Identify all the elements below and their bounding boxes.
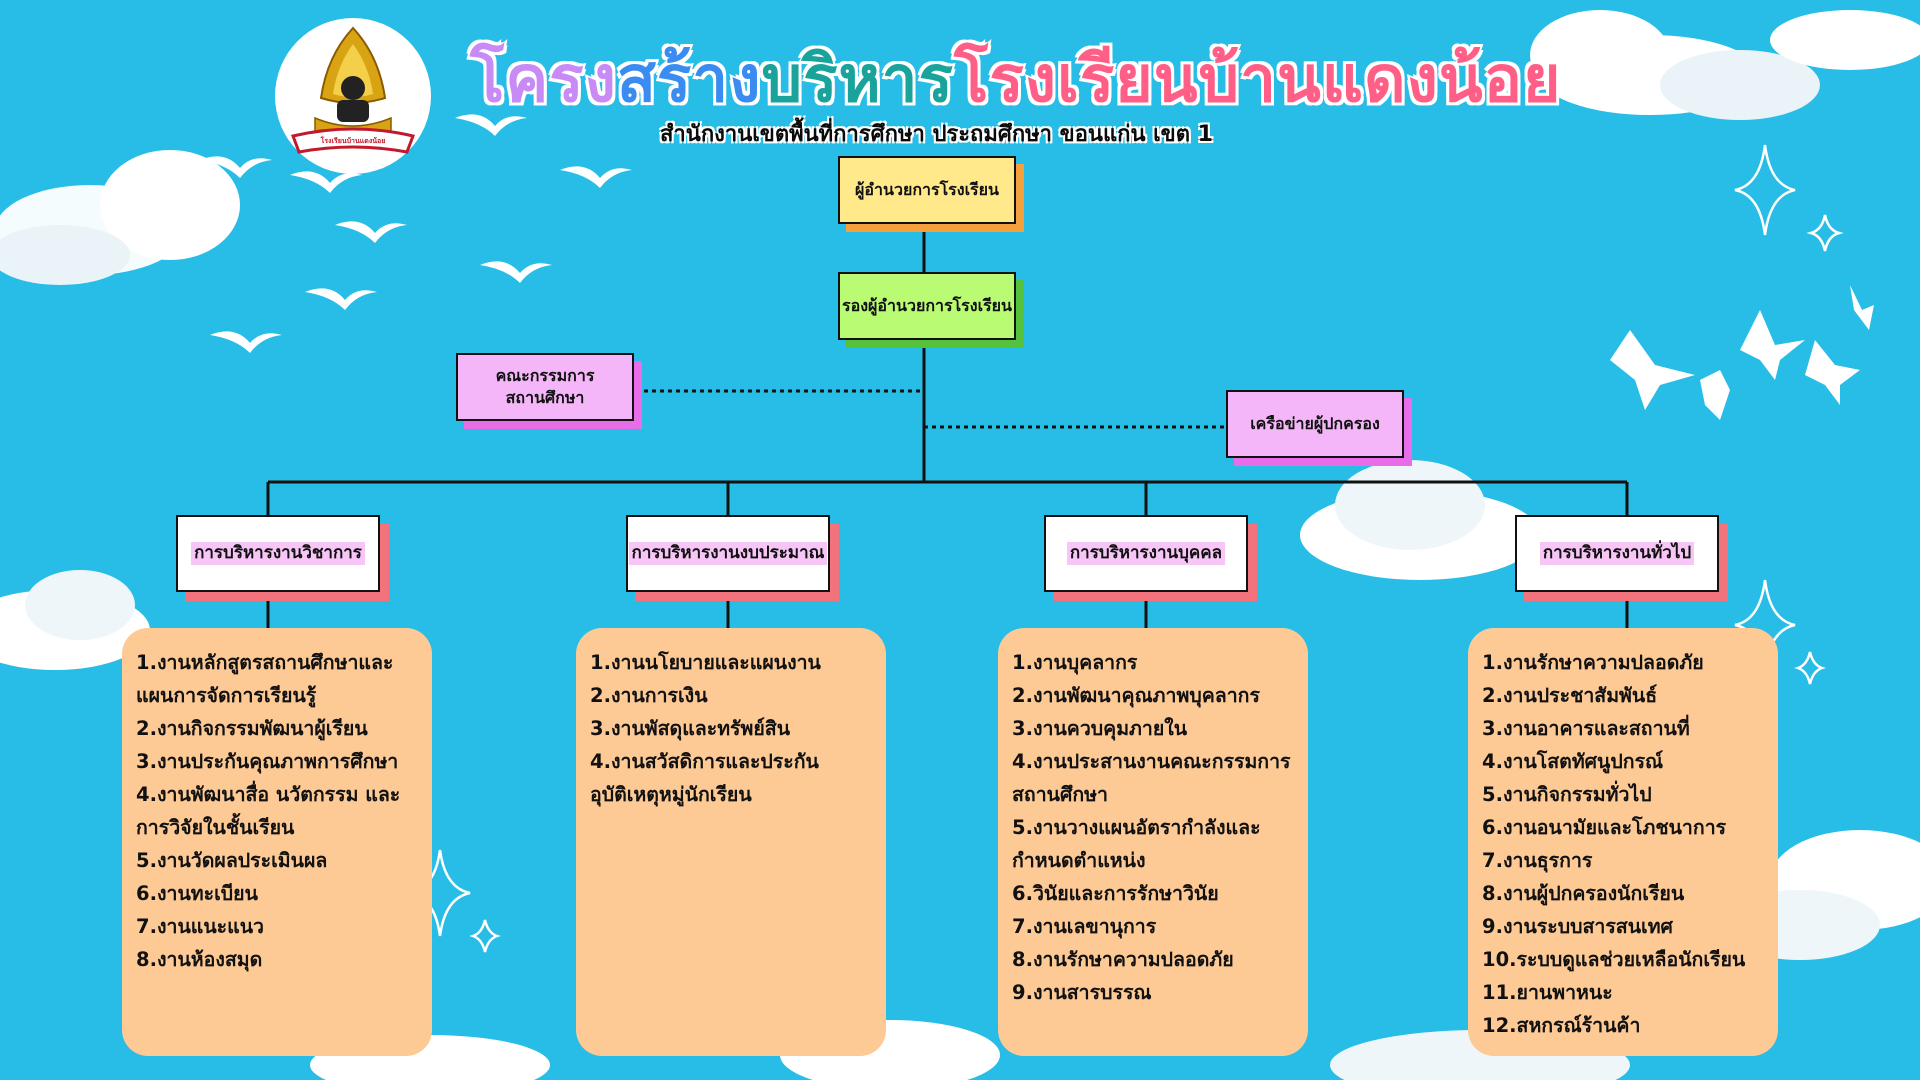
list-item: 3.งานควบคุมภายใน [1012, 717, 1188, 740]
school-logo: โรงเรียนบ้านแดงน้อย [275, 18, 431, 174]
title-part-1: โครง [470, 43, 617, 117]
list-item: การวิจัยในชั้นเรียน [136, 816, 295, 839]
list-item: กำหนดตำแหน่ง [1012, 849, 1146, 872]
list-item: 1.งานนโยบายและแผนงาน [590, 651, 821, 674]
department-budget-box: การบริหารงานงบประมาณ [626, 515, 830, 592]
list-item: 11.ยานพาหนะ [1482, 981, 1613, 1004]
list-item: 4.งานโสตทัศนูปกรณ์ [1482, 750, 1664, 773]
tasks-academic-panel: 1.งานหลักสูตรสถานศึกษาและ แผนการจัดการเร… [122, 628, 432, 1056]
list-item: 6.งานทะเบียน [136, 882, 258, 905]
deputy-director-box: รองผู้อำนวยการโรงเรียน [838, 272, 1016, 340]
list-item: 1.งานหลักสูตรสถานศึกษาและ [136, 651, 394, 674]
director-box: ผู้อำนวยการโรงเรียน [838, 156, 1016, 224]
list-item: แผนการจัดการเรียนรู้ [136, 684, 317, 707]
list-item: 2.งานการเงิน [590, 684, 708, 707]
list-item: 6.งานอนามัยและโภชนาการ [1482, 816, 1727, 839]
director-label: ผู้อำนวยการโรงเรียน [855, 180, 999, 200]
list-item: 4.งานประสานงานคณะกรรมการ [1012, 750, 1291, 773]
parents-network-box: เครือข่ายผู้ปกครอง [1226, 390, 1404, 458]
list-item: 3.งานอาคารและสถานที่ [1482, 717, 1690, 740]
department-budget-label: การบริหารงานงบประมาณ [628, 542, 828, 565]
list-item: 8.งานรักษาความปลอดภัย [1012, 948, 1234, 971]
tasks-personnel-panel: 1.งานบุคลากร 2.งานพัฒนาคุณภาพบุคลากร 3.ง… [998, 628, 1308, 1056]
list-item: 2.งานกิจกรรมพัฒนาผู้เรียน [136, 717, 368, 740]
list-item: 2.งานประชาสัมพันธ์ [1482, 684, 1658, 707]
list-item: 9.งานระบบสารสนเทศ [1482, 915, 1673, 938]
page-subtitle: สำนักงานเขตพื้นที่การศึกษา ประถมศึกษา ขอ… [660, 122, 1213, 147]
page-title: โครงสร้างบริหารโรงเรียนบ้านแดงน้อย [470, 28, 1561, 130]
logo-text: โรงเรียนบ้านแดงน้อย [320, 137, 386, 145]
emblem-icon [290, 26, 416, 154]
list-item: 2.งานพัฒนาคุณภาพบุคลากร [1012, 684, 1260, 707]
department-general-label: การบริหารงานทั่วไป [1539, 542, 1695, 565]
list-item: 10.ระบบดูแลช่วยเหลือนักเรียน [1482, 948, 1746, 971]
tasks-general-panel: 1.งานรักษาความปลอดภัย 2.งานประชาสัมพันธ์… [1468, 628, 1778, 1056]
department-academic-box: การบริหารงานวิชาการ [176, 515, 380, 592]
list-item: 7.งานธุรการ [1482, 849, 1593, 872]
list-item: 12.สหกรณ์ร้านค้า [1482, 1014, 1641, 1037]
list-item: 6.วินัยและการรักษาวินัย [1012, 882, 1219, 905]
committee-label-line1: คณะกรรมการ [495, 366, 595, 386]
list-item: อุบัติเหตุหมู่นักเรียน [590, 783, 752, 806]
list-item: 7.งานแนะแนว [136, 915, 264, 938]
list-item: 5.งานวางแผนอัตรากำลังและ [1012, 816, 1261, 839]
parents-network-label: เครือข่ายผู้ปกครอง [1250, 414, 1380, 434]
department-personnel-label: การบริหารงานบุคคล [1066, 542, 1226, 565]
list-item: 9.งานสารบรรณ [1012, 981, 1152, 1004]
list-item: 4.งานสวัสดิการและประกัน [590, 750, 819, 773]
title-part-2: สร้าง [616, 43, 762, 117]
title-part-3: บริหาร [761, 43, 954, 117]
bird-icon [200, 114, 1874, 420]
department-general-box: การบริหารงานทั่วไป [1515, 515, 1719, 592]
list-item: 1.งานรักษาความปลอดภัย [1482, 651, 1704, 674]
title-part-4: โรงเรียนบ้านแดงน้อย [953, 43, 1562, 117]
department-personnel-box: การบริหารงานบุคคล [1044, 515, 1248, 592]
list-item: 5.งานกิจกรรมทั่วไป [1482, 783, 1652, 806]
list-item: 5.งานวัดผลประเมินผล [136, 849, 328, 872]
list-item: 4.งานพัฒนาสื่อ นวัตกรรม และ [136, 783, 401, 806]
committee-label-line2: สถานศึกษา [505, 388, 585, 407]
list-item: 8.งานห้องสมุด [136, 948, 263, 971]
list-item: 1.งานบุคลากร [1012, 651, 1138, 674]
department-academic-label: การบริหารงานวิชาการ [191, 542, 365, 565]
deputy-director-label: รองผู้อำนวยการโรงเรียน [842, 296, 1012, 316]
list-item: สถานศึกษา [1012, 783, 1108, 806]
list-item: 7.งานเลขานุการ [1012, 915, 1157, 938]
committee-box: คณะกรรมการ สถานศึกษา [456, 353, 634, 421]
list-item: 8.งานผู้ปกครองนักเรียน [1482, 882, 1685, 905]
tasks-budget-panel: 1.งานนโยบายและแผนงาน 2.งานการเงิน 3.งานพ… [576, 628, 886, 1056]
list-item: 3.งานประกันคุณภาพการศึกษา [136, 750, 399, 773]
list-item: 3.งานพัสดุและทรัพย์สิน [590, 717, 791, 740]
